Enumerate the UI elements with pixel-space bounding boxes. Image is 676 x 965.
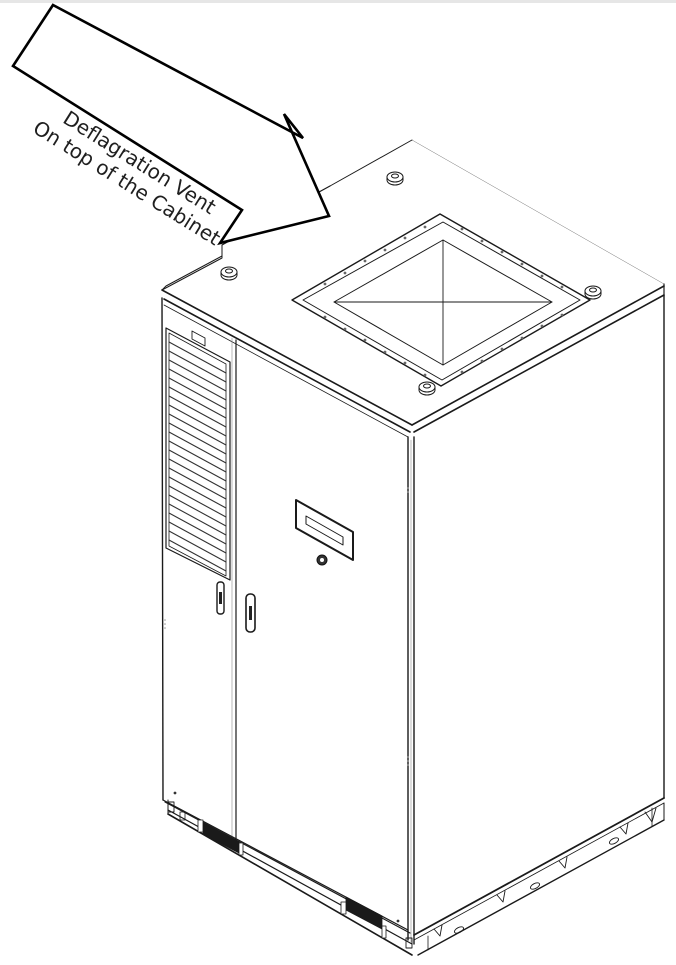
display-panel <box>295 499 354 561</box>
lifting-eye-back <box>386 171 404 186</box>
lifting-eye-right <box>584 285 602 300</box>
hinge-marks <box>164 487 409 923</box>
label-plate <box>191 330 206 347</box>
lifting-eye-front <box>418 381 436 396</box>
louver-panel <box>165 327 231 581</box>
cabinet-base-front <box>164 799 413 956</box>
door-handle-right <box>245 593 256 633</box>
louver-slats <box>168 341 227 572</box>
door-handle-left <box>216 581 225 615</box>
lifting-eyes <box>220 171 602 396</box>
vent-bolts <box>323 225 564 377</box>
cabinet-top <box>161 139 665 438</box>
cabinet-side-face <box>413 295 665 956</box>
base-vent-right <box>345 896 383 930</box>
callout-arrow <box>11 3 331 246</box>
key-switch <box>316 554 328 566</box>
lifting-eye-left <box>220 266 238 281</box>
top-edge-bar <box>0 0 676 3</box>
deflagration-vent <box>291 213 591 387</box>
